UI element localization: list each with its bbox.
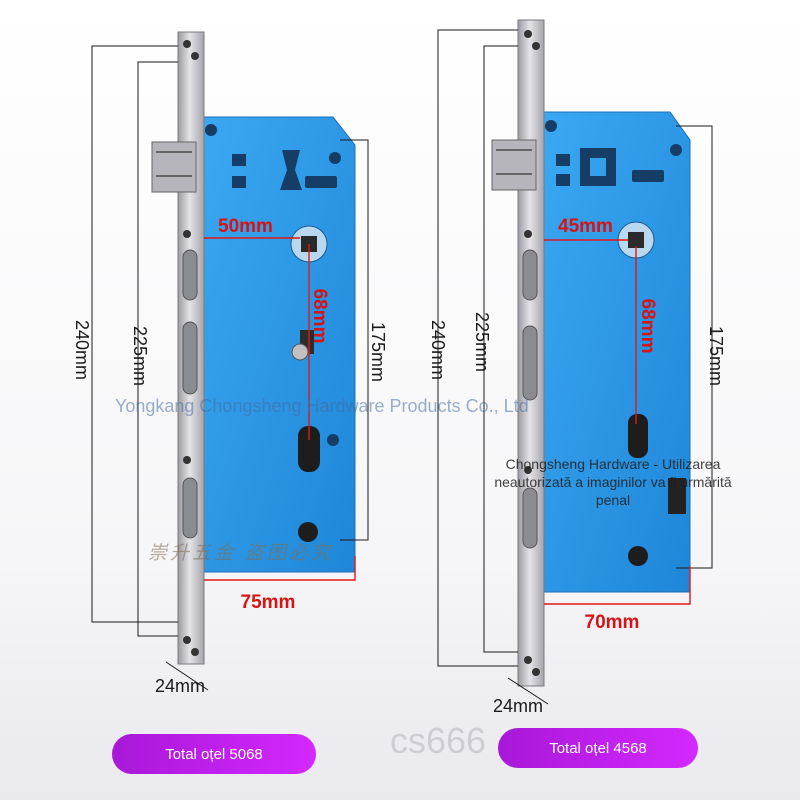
faceplate-screw (524, 656, 532, 664)
dim-line-24 (165, 661, 209, 691)
latch-bolt-detail (156, 151, 192, 177)
screw-hole (329, 152, 341, 164)
left-plate-height-label: 225mm (130, 326, 150, 386)
faceplate-slot (522, 487, 538, 549)
right-faceplate-width-label: 24mm (493, 696, 543, 716)
faceplate-screw (183, 636, 191, 644)
screw (291, 343, 309, 361)
right-case-width-label: 70mm (585, 612, 640, 633)
latch-bolt (491, 139, 537, 191)
right-model-label: Total oțel 4568 (549, 739, 647, 757)
dim-line-175 (340, 139, 369, 541)
case-slot (632, 170, 664, 182)
latch-bolt (151, 141, 197, 193)
bottom-hole (628, 546, 648, 566)
watermark-company-en: Yongkang Chongsheng Hardware Products Co… (115, 396, 529, 416)
watermark-company-cn: 崇升五金 盗图必究 (148, 542, 334, 564)
deadbolt-cutout (580, 148, 616, 186)
faceplate-screw (524, 30, 532, 38)
right-backset-label: 45mm (558, 216, 613, 237)
faceplate-screw (183, 40, 191, 48)
dim-line-24 (507, 677, 549, 705)
right-case-height-label: 175mm (706, 326, 726, 386)
faceplate-slot (522, 249, 538, 301)
dim-line-175 (676, 125, 713, 569)
left-model-label: Total oțel 5068 (165, 745, 263, 763)
dim-line-225 (137, 61, 178, 637)
right-total-height-label: 240mm (428, 320, 448, 380)
left-lock (91, 31, 369, 691)
case-slot (305, 176, 337, 188)
left-case-height-label: 175mm (368, 322, 388, 382)
dim-line-240 (91, 45, 178, 623)
left-faceplate-width-label: 24mm (155, 676, 205, 696)
right-faceplate (517, 19, 545, 687)
left-backset-label: 50mm (218, 216, 273, 237)
faceplate-screw (183, 456, 191, 464)
faceplate-screw (191, 648, 199, 656)
faceplate-screw (183, 230, 191, 238)
faceplate-slot (182, 321, 198, 395)
dim-red-width (204, 556, 356, 581)
case-slot (232, 176, 246, 188)
watermark-code: cs666 (390, 720, 487, 761)
faceplate-slot (182, 477, 198, 539)
cylinder-cutout (628, 414, 648, 458)
faceplate-screw (532, 42, 540, 50)
keyhole-top (280, 150, 302, 190)
mechanism-part (668, 478, 686, 514)
faceplate-screw (191, 52, 199, 60)
right-plate-height-label: 225mm (472, 312, 492, 372)
dim-red-width (544, 566, 691, 605)
left-case-width-label: 75mm (241, 592, 296, 613)
case-slot (556, 154, 570, 166)
dim-line-240 (437, 29, 518, 667)
case-slot (232, 154, 246, 166)
right-model-button[interactable]: Total oțel 4568 (498, 728, 698, 768)
left-center-distance-label: 68mm (309, 289, 330, 344)
screw-hole (205, 124, 217, 136)
spindle-square (628, 232, 644, 248)
bottom-hole (298, 522, 318, 542)
faceplate-screw (532, 668, 540, 676)
screw-hole (545, 120, 557, 132)
screw-hole (327, 434, 339, 446)
dim-line-225 (483, 45, 518, 653)
right-lock (437, 19, 713, 705)
faceplate-slot (522, 325, 538, 401)
faceplate-screw (524, 466, 532, 474)
cylinder-cutout (298, 426, 320, 472)
screw-hole (670, 144, 682, 156)
left-total-height-label: 240mm (72, 320, 92, 380)
left-model-button[interactable]: Total oțel 5068 (112, 734, 316, 774)
faceplate-slot (182, 249, 198, 301)
right-center-distance-label: 68mm (637, 299, 658, 354)
latch-bolt-detail (496, 149, 532, 175)
faceplate-screw (524, 230, 532, 238)
watermark-notice: Chongsheng Hardware - Utilizarea neautor… (494, 456, 732, 508)
case-slot (556, 174, 570, 186)
